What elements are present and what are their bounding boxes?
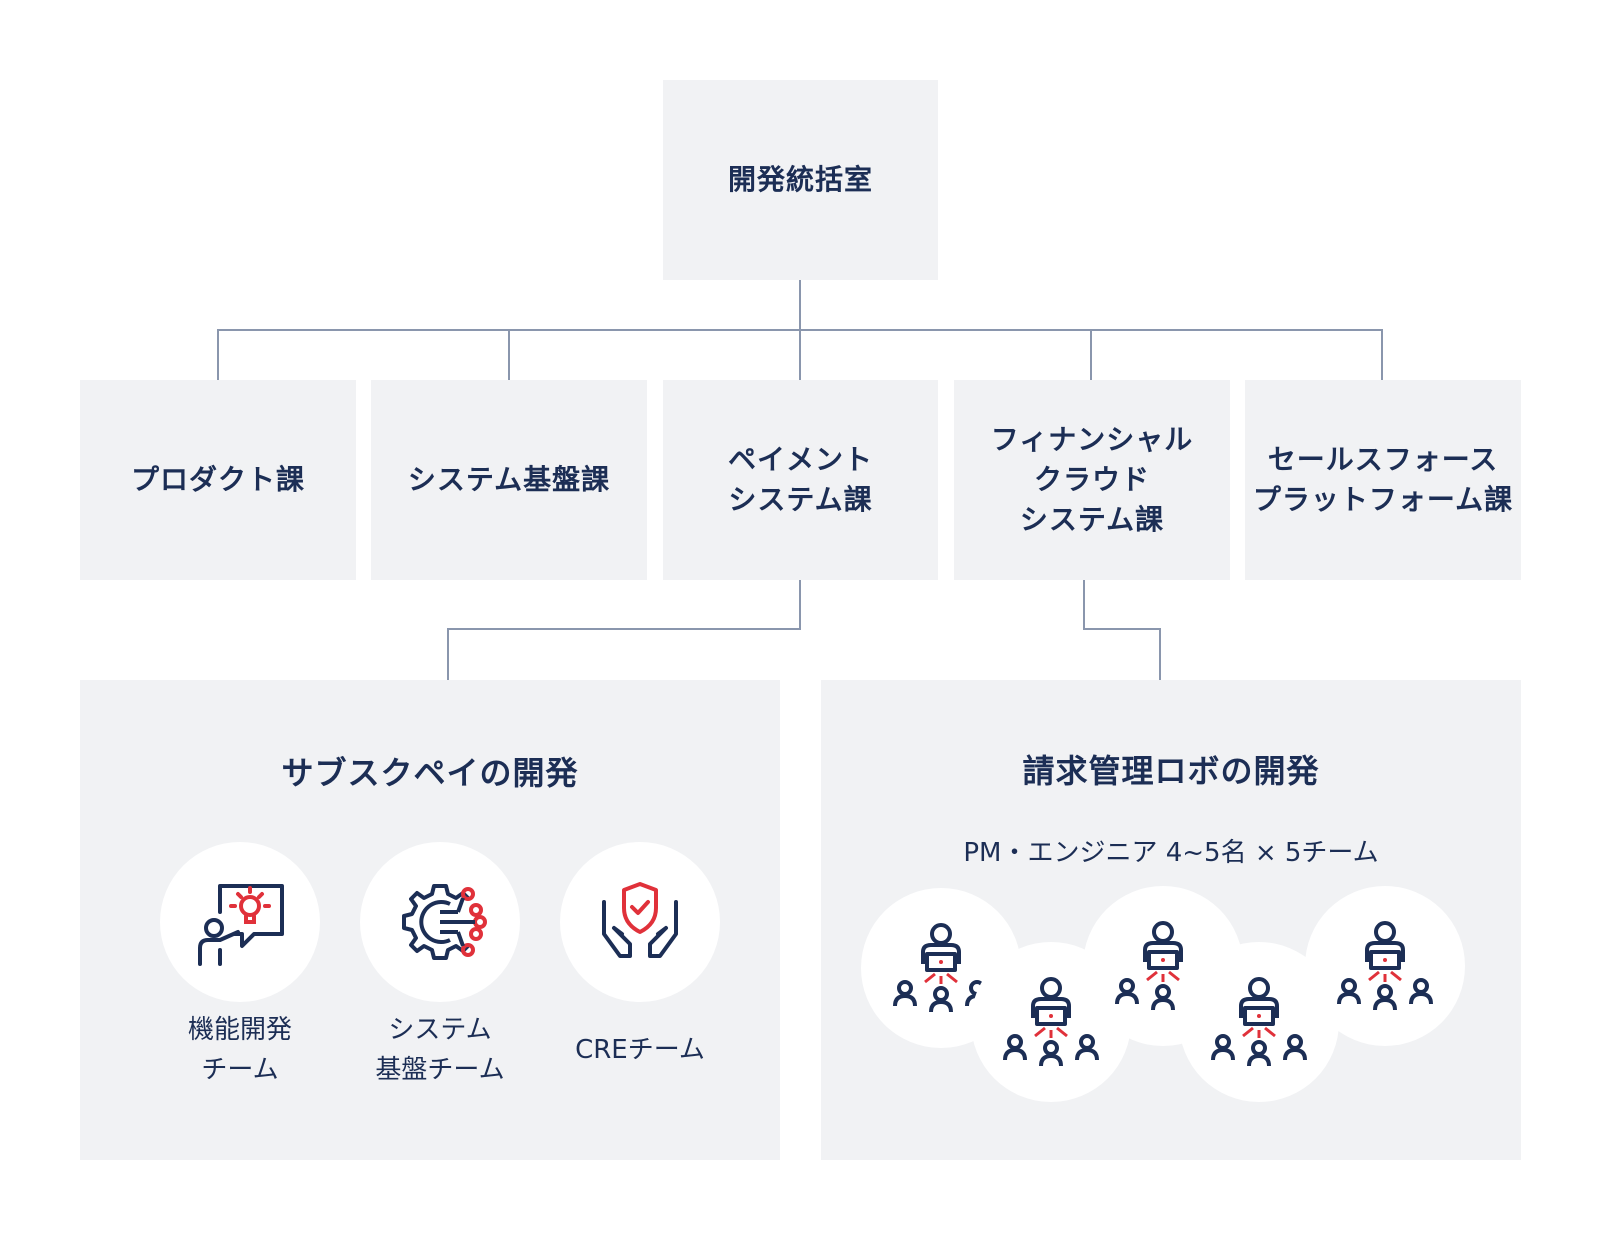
engineer-team-icon: [1003, 977, 1099, 1067]
division-financial-cloud: フィナンシャル クラウド システム課: [954, 380, 1230, 580]
team-circle-system-infra: [360, 842, 520, 1002]
project-title: 請求管理ロボの開発: [1022, 752, 1320, 790]
engineer-team-icon: [893, 923, 989, 1013]
team-label: システム 基盤チーム: [375, 1015, 505, 1085]
team-circle-feature-dev: [160, 842, 320, 1002]
engineer-team-icon: [1337, 921, 1433, 1011]
team-label: CREチーム: [575, 1035, 705, 1065]
hands-shield-icon: [602, 882, 678, 958]
project-title: サブスクペイの開発: [281, 754, 579, 792]
team-composition-text: PM・エンジニア 4~5名 × 5チーム: [963, 838, 1379, 868]
engineer-team-icon: [1211, 977, 1307, 1067]
division-system-infra: システム基盤課: [371, 380, 647, 580]
project-panel-subscpay: サブスクペイの開発 機能開発 チーム: [80, 680, 780, 1160]
project-panel-seikyu-robo: 請求管理ロボの開発 PM・エンジニア 4~5名 × 5チーム: [821, 680, 1521, 1160]
root-box-kaihatsu-tokatsu: 開発統括室: [663, 80, 938, 280]
division-label: ペイメント システム課: [727, 443, 873, 516]
division-label: プロダクト課: [130, 463, 305, 496]
team-label: 機能開発 チーム: [187, 1015, 292, 1085]
team-circle-cre: [560, 842, 720, 1002]
division-label: セールスフォース プラットフォーム課: [1252, 443, 1514, 516]
division-salesforce-platform: セールスフォース プラットフォーム課: [1245, 380, 1521, 580]
engineer-team-circle-5: [1305, 886, 1465, 1046]
division-label: システム基盤課: [407, 463, 611, 496]
division-label: フィナンシャル クラウド システム課: [990, 423, 1194, 536]
division-product: プロダクト課: [80, 380, 356, 580]
division-payment-system: ペイメント システム課: [663, 380, 938, 580]
presentation-lightbulb-icon: [198, 884, 284, 966]
engineer-team-circle-2: [971, 942, 1131, 1102]
gear-circuit-icon: [402, 884, 487, 960]
root-label: 開発統括室: [727, 163, 873, 196]
